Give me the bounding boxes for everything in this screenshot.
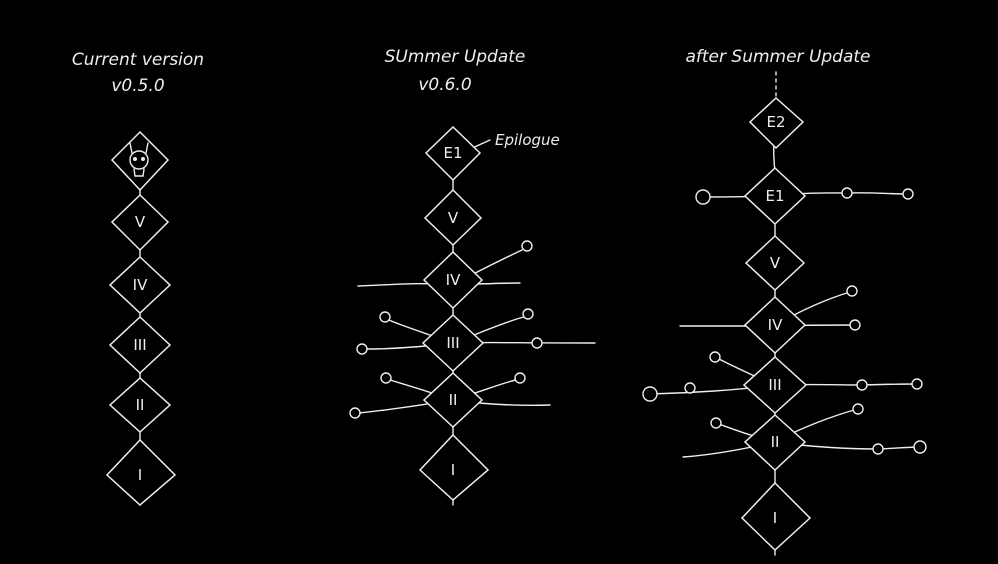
node-II [108, 376, 172, 434]
branch-end-circles [349, 240, 543, 419]
node-label: II [771, 433, 780, 451]
node-I [740, 481, 812, 552]
column-2-tree: Epilogue E1 V IV III II I [349, 125, 596, 506]
branch-end-circles [642, 187, 927, 455]
node-IV [108, 255, 172, 315]
node-label: IV [768, 316, 783, 334]
skull-node [110, 130, 170, 192]
skull-icon [129, 142, 149, 177]
column-3-title: after Summer Update [685, 47, 870, 67]
epilogue-annotation: Epilogue [495, 131, 560, 149]
column-2-title: SUmmer Update [385, 47, 526, 67]
node-label: IV [446, 271, 461, 289]
node-III [108, 315, 172, 375]
node-III [742, 355, 808, 415]
column-3-tree: E2 E1 V IV III II I [642, 71, 927, 556]
column-2-version: v0.6.0 [418, 75, 471, 95]
node-E1 [743, 166, 807, 226]
column-1-version: v0.5.0 [111, 76, 164, 96]
node-II [743, 413, 807, 472]
node-label: I [451, 461, 455, 479]
node-label: II [449, 391, 458, 409]
node-label: V [448, 209, 459, 227]
node-label: V [770, 254, 781, 272]
node-E1 [424, 125, 482, 182]
node-V [744, 234, 806, 292]
node-label: V [135, 213, 146, 231]
node-label: IV [133, 276, 148, 294]
node-label: III [768, 376, 781, 394]
node-label: I [138, 466, 142, 484]
node-label: E2 [766, 113, 785, 131]
node-label: I [773, 509, 777, 527]
node-V [110, 193, 170, 252]
node-III [421, 313, 485, 373]
node-II [422, 371, 484, 429]
node-E2 [748, 96, 805, 150]
node-IV [743, 295, 807, 355]
node-label: E1 [765, 187, 784, 205]
node-label: II [136, 396, 145, 414]
column-1-tree: V IV III II I [105, 130, 177, 507]
node-I [418, 433, 490, 502]
node-I [105, 438, 177, 507]
node-label: III [133, 336, 146, 354]
node-V [423, 188, 483, 247]
node-label: E1 [443, 144, 462, 162]
node-label: III [446, 334, 459, 352]
node-IV [422, 250, 484, 310]
column-1-title: Current version [72, 50, 204, 70]
